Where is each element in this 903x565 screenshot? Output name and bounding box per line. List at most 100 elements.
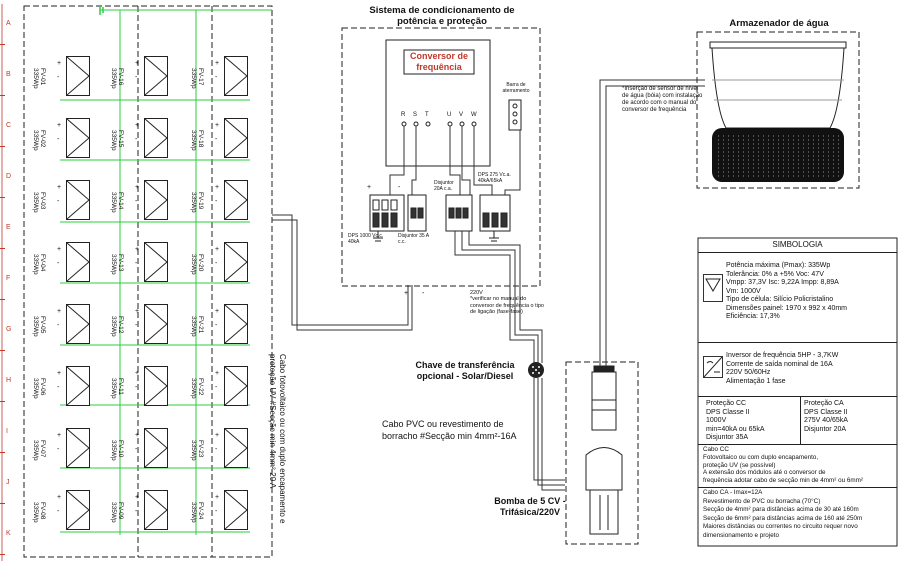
terminal-label: W bbox=[471, 112, 477, 118]
symbology-line: Fotovoltaico ou com duplo encapamento, bbox=[703, 453, 819, 461]
terminal-label: T bbox=[425, 112, 429, 118]
symbology-line: DPS Classe II bbox=[706, 408, 750, 416]
pv-module-id: FV-10 bbox=[117, 440, 124, 458]
symbology-line: A extensão dos módulos até o conversor d… bbox=[703, 469, 826, 477]
row-label: J bbox=[6, 479, 10, 486]
dc-cable-minus-sign: - bbox=[422, 290, 425, 297]
pv-minus: - bbox=[135, 446, 138, 453]
pv-panel-icon bbox=[144, 366, 168, 406]
pv-module-id: FV-06 bbox=[39, 378, 46, 396]
pv-minus: - bbox=[57, 384, 60, 391]
pv-minus: - bbox=[135, 136, 138, 143]
pv-module-power: 335Wp bbox=[32, 254, 39, 275]
terminal-label: S bbox=[413, 112, 418, 118]
pv-panel-icon bbox=[224, 490, 248, 530]
symbology-title: SIMBOLOGIA bbox=[772, 240, 823, 249]
symbology-frame bbox=[697, 237, 898, 547]
pv-minus: - bbox=[135, 198, 138, 205]
pv-module-id: FV-14 bbox=[117, 192, 124, 210]
pv-panel-icon bbox=[224, 118, 248, 158]
pv-module-id: FV-18 bbox=[197, 130, 204, 148]
dc-cable bbox=[272, 214, 413, 331]
row-tick bbox=[0, 95, 5, 96]
pv-minus: - bbox=[135, 322, 138, 329]
pv-module-id: FV-13 bbox=[117, 254, 124, 272]
array-frame bbox=[23, 5, 273, 558]
symbology-line: Cabo CC bbox=[703, 446, 729, 453]
ac-cable bbox=[454, 231, 565, 491]
pv-minus: - bbox=[215, 136, 218, 143]
breaker-dc-device bbox=[407, 194, 427, 232]
pv-plus: + bbox=[215, 184, 220, 191]
symbology-line: 220V 50/60Hz bbox=[726, 369, 771, 376]
pv-module-power: 335Wp bbox=[32, 378, 39, 399]
pv-module-id: FV-11 bbox=[117, 378, 124, 395]
symbology-line: Secção de 6mm² para distâncias acima de … bbox=[703, 514, 863, 522]
pv-plus: + bbox=[135, 308, 140, 315]
pv-plus: + bbox=[215, 308, 220, 315]
row-tick bbox=[0, 197, 5, 198]
pv-panel-icon bbox=[66, 490, 90, 530]
pv-minus: - bbox=[57, 198, 60, 205]
pv-minus: - bbox=[215, 74, 218, 81]
breaker-ac-label: Disjuntor 20A c.a. bbox=[434, 180, 454, 192]
pv-module-power: 335Wp bbox=[190, 68, 197, 89]
pv-plus: + bbox=[57, 60, 62, 67]
pv-panel-icon bbox=[144, 490, 168, 530]
pv-module-id: FV-09 bbox=[117, 502, 124, 520]
pv-plus: + bbox=[215, 122, 220, 129]
pv-plus: + bbox=[57, 122, 62, 129]
pv-panel-icon bbox=[66, 56, 90, 96]
pv-panel-icon bbox=[66, 242, 90, 282]
conditioning-frame bbox=[341, 27, 541, 287]
pv-minus: - bbox=[135, 384, 138, 391]
pv-minus: - bbox=[57, 260, 60, 267]
pv-panel-icon bbox=[66, 118, 90, 158]
row-label: A bbox=[6, 20, 11, 27]
symbology-line: Corrente de saída nominal de 16A bbox=[726, 360, 833, 368]
pv-module-id: FV-02 bbox=[39, 130, 46, 148]
pv-module-id: FV-12 bbox=[117, 316, 124, 334]
pv-plus: + bbox=[57, 308, 62, 315]
pv-module-power: 335Wp bbox=[32, 68, 39, 89]
pv-module-power: 335Wp bbox=[32, 316, 39, 337]
pv-module-power: 335Wp bbox=[110, 440, 117, 461]
terminal-label: U bbox=[447, 112, 452, 118]
reservoir-frame bbox=[696, 31, 860, 189]
connection-note: *verificar no manual do conversor de fre… bbox=[470, 296, 544, 315]
pv-module-id: FV-20 bbox=[197, 254, 204, 272]
pv-module-id: FV-15 bbox=[117, 130, 124, 148]
pv-module-power: 335Wp bbox=[110, 192, 117, 213]
pv-module-power: 335Wp bbox=[190, 130, 197, 151]
pv-plus: + bbox=[135, 432, 140, 439]
pv-panel-icon bbox=[144, 242, 168, 282]
pv-module-id: FV-17 bbox=[197, 68, 204, 86]
symbology-line: proteção UV (se possível) bbox=[703, 461, 776, 469]
panel-symbol bbox=[703, 274, 723, 302]
row-tick bbox=[0, 452, 5, 453]
pv-plus: + bbox=[57, 432, 62, 439]
symbology-line: Cabo CA - Imax=12A bbox=[703, 489, 763, 496]
symbology-line: Tipo de célula: Silício Policristalino bbox=[726, 296, 834, 303]
row-label: I bbox=[6, 428, 8, 435]
pv-module-power: 335Wp bbox=[110, 502, 117, 523]
ground-symbol bbox=[99, 5, 104, 15]
pv-module-power: 335Wp bbox=[190, 254, 197, 275]
pv-plus: + bbox=[57, 184, 62, 191]
